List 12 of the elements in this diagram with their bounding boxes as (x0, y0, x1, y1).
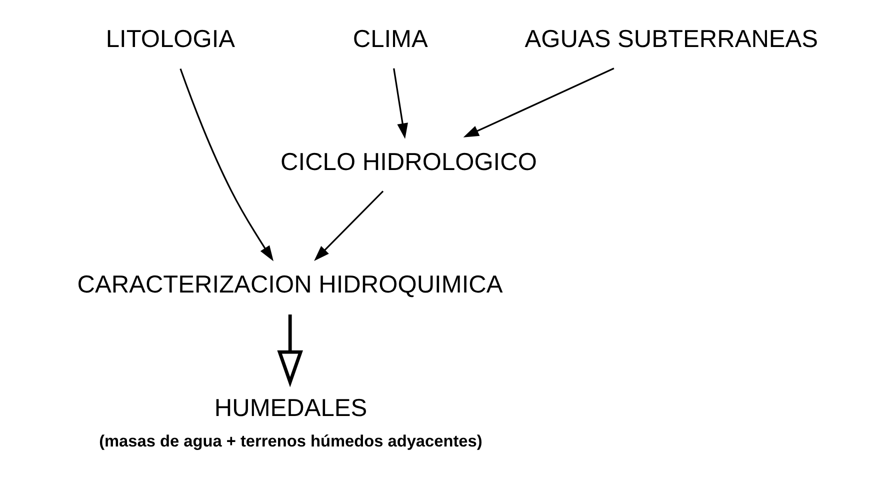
arrow (314, 190, 384, 261)
node-text: CARACTERIZACION HIDROQUIMICA (77, 272, 503, 299)
node-text: CICLO HIDROLOGICO (280, 148, 537, 176)
node-text: LITOLOGIA (106, 26, 236, 53)
node-text: HUMEDALES (214, 395, 368, 422)
arrow (277, 314, 303, 388)
node-label: (masas de agua + terrenos húmedos adyacentes) (99, 432, 482, 450)
arrow (463, 68, 614, 138)
node-text: AGUAS SUBTERRANEAS (524, 26, 818, 53)
arrow (393, 68, 408, 139)
node-text: CLIMA (352, 26, 428, 53)
arrow (180, 68, 274, 262)
